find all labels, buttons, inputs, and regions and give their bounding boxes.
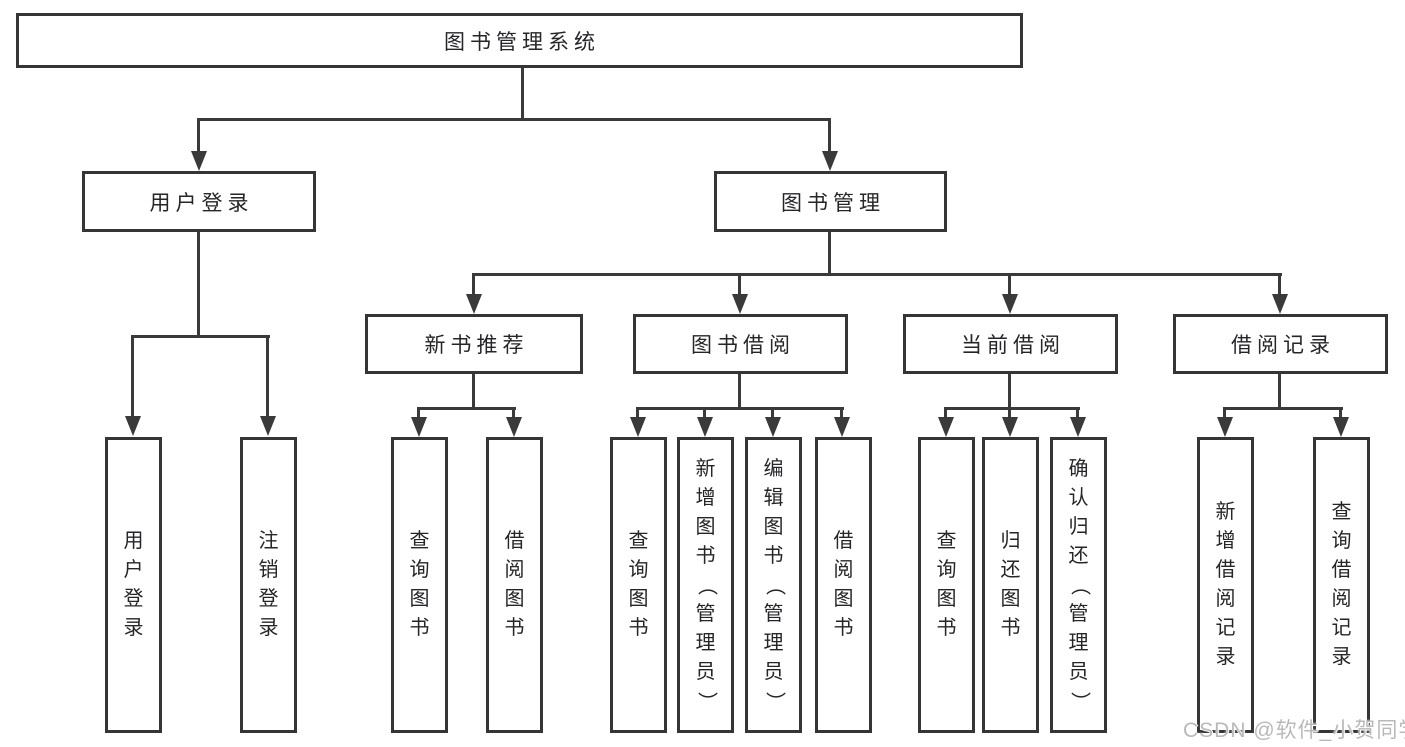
leaf-query-books-recommend: 查询图书	[391, 437, 448, 733]
node-current-borrow: 当前借阅	[903, 314, 1118, 374]
arrow-confirm-return	[1070, 417, 1086, 437]
leaf-edit-books-admin: 编辑图书（管理员）	[745, 437, 802, 733]
leaf-add-books-admin-label: 新增图书（管理员）	[695, 457, 717, 712]
leaf-borrow-books-recommend: 借阅图书	[486, 437, 543, 733]
arrow-borrow-books	[834, 417, 850, 437]
connector-drop-new-book-recommend	[472, 273, 475, 296]
node-new-book-recommend-label: 新书推荐	[424, 334, 529, 357]
connector-records-stem	[1278, 373, 1281, 410]
connector-current-rail	[944, 407, 1080, 410]
arrow-borrow-books-recommend	[506, 417, 522, 437]
connector-drop-book-management	[828, 118, 831, 154]
connector-recommend-rail	[417, 407, 516, 410]
node-root: 图书管理系统	[16, 13, 1023, 68]
node-book-management: 图书管理	[714, 171, 947, 232]
node-book-borrow-label: 图书借阅	[691, 334, 795, 357]
arrow-borrow-records	[1272, 294, 1288, 314]
connector-borrow-stem	[738, 373, 741, 410]
leaf-user-login-label: 用户登录	[123, 530, 144, 639]
arrow-edit-books	[765, 417, 781, 437]
leaf-query-books-borrow-label: 查询图书	[628, 530, 649, 639]
leaf-add-books-admin: 新增图书（管理员）	[677, 437, 734, 733]
arrow-return-books	[1002, 417, 1018, 437]
connector-drop-query-books-recommend	[417, 407, 420, 419]
arrow-new-book-recommend	[466, 294, 482, 314]
leaf-confirm-return-admin: 确认归还（管理员）	[1050, 437, 1107, 733]
connector-drop-query-books-current	[944, 407, 947, 419]
leaf-confirm-return-admin-label: 确认归还（管理员）	[1068, 457, 1090, 712]
node-root-label: 图书管理系统	[444, 30, 600, 54]
connector-drop-query-borrow-record	[1339, 407, 1342, 419]
leaf-borrow-books-recommend-label: 借阅图书	[504, 530, 525, 639]
arrow-book-borrow	[732, 294, 748, 314]
connector-drop-book-borrow	[738, 273, 741, 296]
leaf-add-borrow-record: 新增借阅记录	[1197, 437, 1254, 733]
node-borrow-records: 借阅记录	[1173, 314, 1388, 374]
leaf-borrow-books: 借阅图书	[815, 437, 872, 733]
arrow-leaf-user-login	[125, 416, 141, 436]
leaf-logout-label: 注销登录	[258, 530, 279, 639]
arrow-query-books-recommend	[411, 417, 427, 437]
leaf-edit-books-admin-label: 编辑图书（管理员）	[763, 457, 785, 712]
connector-user-login-rail	[131, 335, 270, 338]
leaf-borrow-books-label: 借阅图书	[833, 530, 854, 639]
arrow-leaf-logout	[260, 416, 276, 436]
connector-drop-add-borrow-record	[1223, 407, 1226, 419]
leaf-query-borrow-record-label: 查询借阅记录	[1331, 501, 1352, 668]
leaf-query-books-current: 查询图书	[918, 437, 975, 733]
node-user-login-label: 用户登录	[149, 191, 254, 215]
leaf-user-login: 用户登录	[105, 437, 162, 733]
connector-drop-current-borrow	[1008, 273, 1011, 296]
connector-drop-borrow-books-recommend	[512, 407, 515, 419]
leaf-query-books-recommend-label: 查询图书	[409, 530, 430, 639]
connector-drop-confirm-return	[1076, 407, 1079, 419]
node-book-borrow: 图书借阅	[633, 314, 848, 374]
connector-level3-rail	[472, 273, 1282, 276]
node-user-login: 用户登录	[82, 171, 316, 232]
connector-drop-leaf-user-login	[131, 335, 134, 417]
connector-drop-borrow-books	[840, 407, 843, 419]
node-borrow-records-label: 借阅记录	[1231, 334, 1335, 357]
watermark: CSDN @软件_小贺同学	[1183, 719, 1405, 742]
connector-drop-add-books	[703, 407, 706, 419]
connector-recommend-stem	[472, 373, 475, 410]
node-current-borrow-label: 当前借阅	[961, 334, 1065, 357]
connector-book-management-stem	[828, 232, 831, 276]
connector-user-login-stem	[197, 232, 200, 335]
connector-level2-rail	[198, 118, 831, 121]
node-new-book-recommend: 新书推荐	[365, 314, 583, 374]
connector-drop-edit-books	[771, 407, 774, 419]
connector-drop-leaf-logout	[266, 335, 269, 417]
arrow-book-management	[822, 151, 838, 171]
connector-current-stem	[1008, 373, 1011, 410]
arrow-query-borrow-record	[1333, 417, 1349, 437]
connector-drop-query-books-borrow	[636, 407, 639, 419]
connector-drop-user-login	[197, 118, 200, 154]
arrow-add-borrow-record	[1217, 417, 1233, 437]
arrow-query-books-current	[938, 417, 954, 437]
leaf-return-books: 归还图书	[982, 437, 1039, 733]
connector-borrow-rail	[636, 407, 844, 410]
leaf-query-books-borrow: 查询图书	[610, 437, 667, 733]
arrow-current-borrow	[1002, 294, 1018, 314]
connector-root-stem	[521, 68, 524, 118]
connector-drop-return-books	[1008, 407, 1011, 419]
connector-records-rail	[1223, 407, 1343, 410]
arrow-user-login	[191, 151, 207, 171]
connector-drop-borrow-records	[1278, 273, 1281, 296]
leaf-return-books-label: 归还图书	[1000, 530, 1021, 639]
node-book-management-label: 图书管理	[781, 191, 885, 215]
leaf-query-borrow-record: 查询借阅记录	[1313, 437, 1370, 733]
arrow-query-books-borrow	[630, 417, 646, 437]
leaf-query-books-current-label: 查询图书	[936, 530, 957, 639]
arrow-add-books	[697, 417, 713, 437]
leaf-add-borrow-record-label: 新增借阅记录	[1215, 501, 1236, 668]
leaf-logout: 注销登录	[240, 437, 297, 733]
